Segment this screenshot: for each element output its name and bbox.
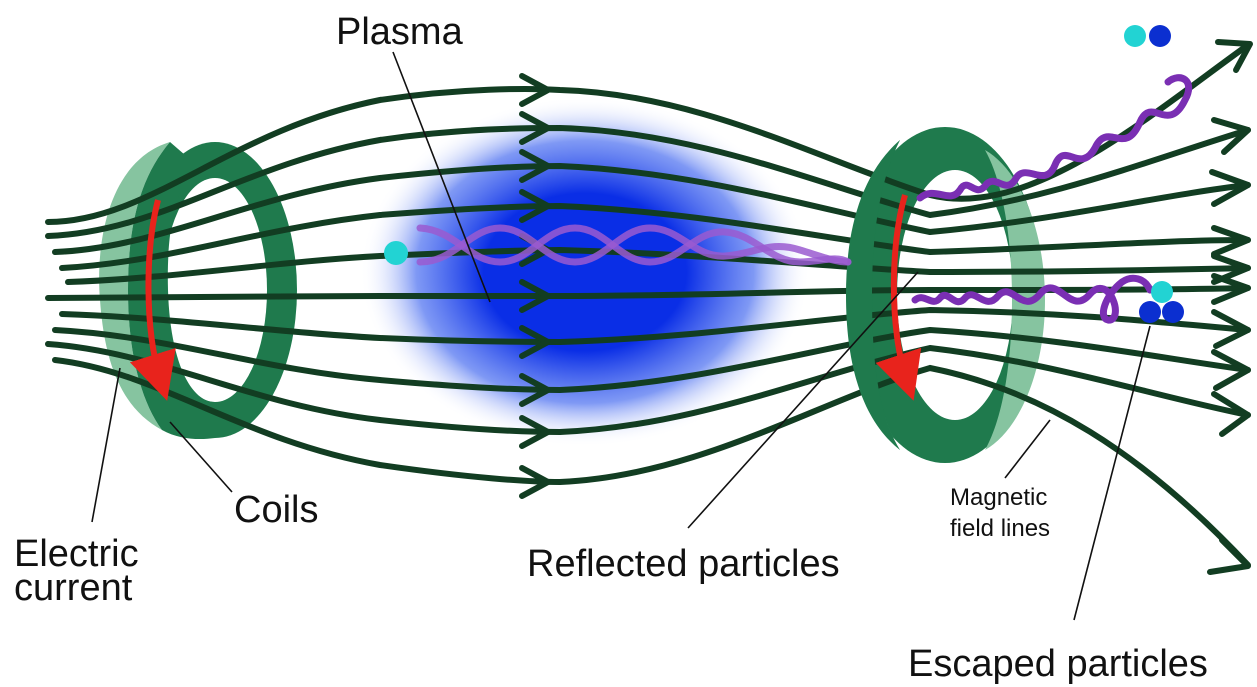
reflected-ion <box>384 241 408 265</box>
label-coils: Coils <box>234 489 318 531</box>
label-electric-current-line2: current <box>14 567 133 609</box>
label-reflected-particles: Reflected particles <box>527 543 840 585</box>
label-plasma: Plasma <box>336 11 464 53</box>
escaped-electron-lower-b <box>1162 301 1184 323</box>
label-magnetic-field-lines-line2: field lines <box>950 515 1050 542</box>
escaped-ion-lower <box>1151 281 1173 303</box>
label-magnetic-field-lines-line1: Magnetic <box>950 484 1047 511</box>
escaped-electron-upper <box>1149 25 1171 47</box>
plasma-cloud <box>360 97 810 447</box>
escaped-electron-lower-a <box>1139 301 1161 323</box>
label-escaped-particles: Escaped particles <box>908 643 1208 685</box>
escaped-ion-upper <box>1124 25 1146 47</box>
